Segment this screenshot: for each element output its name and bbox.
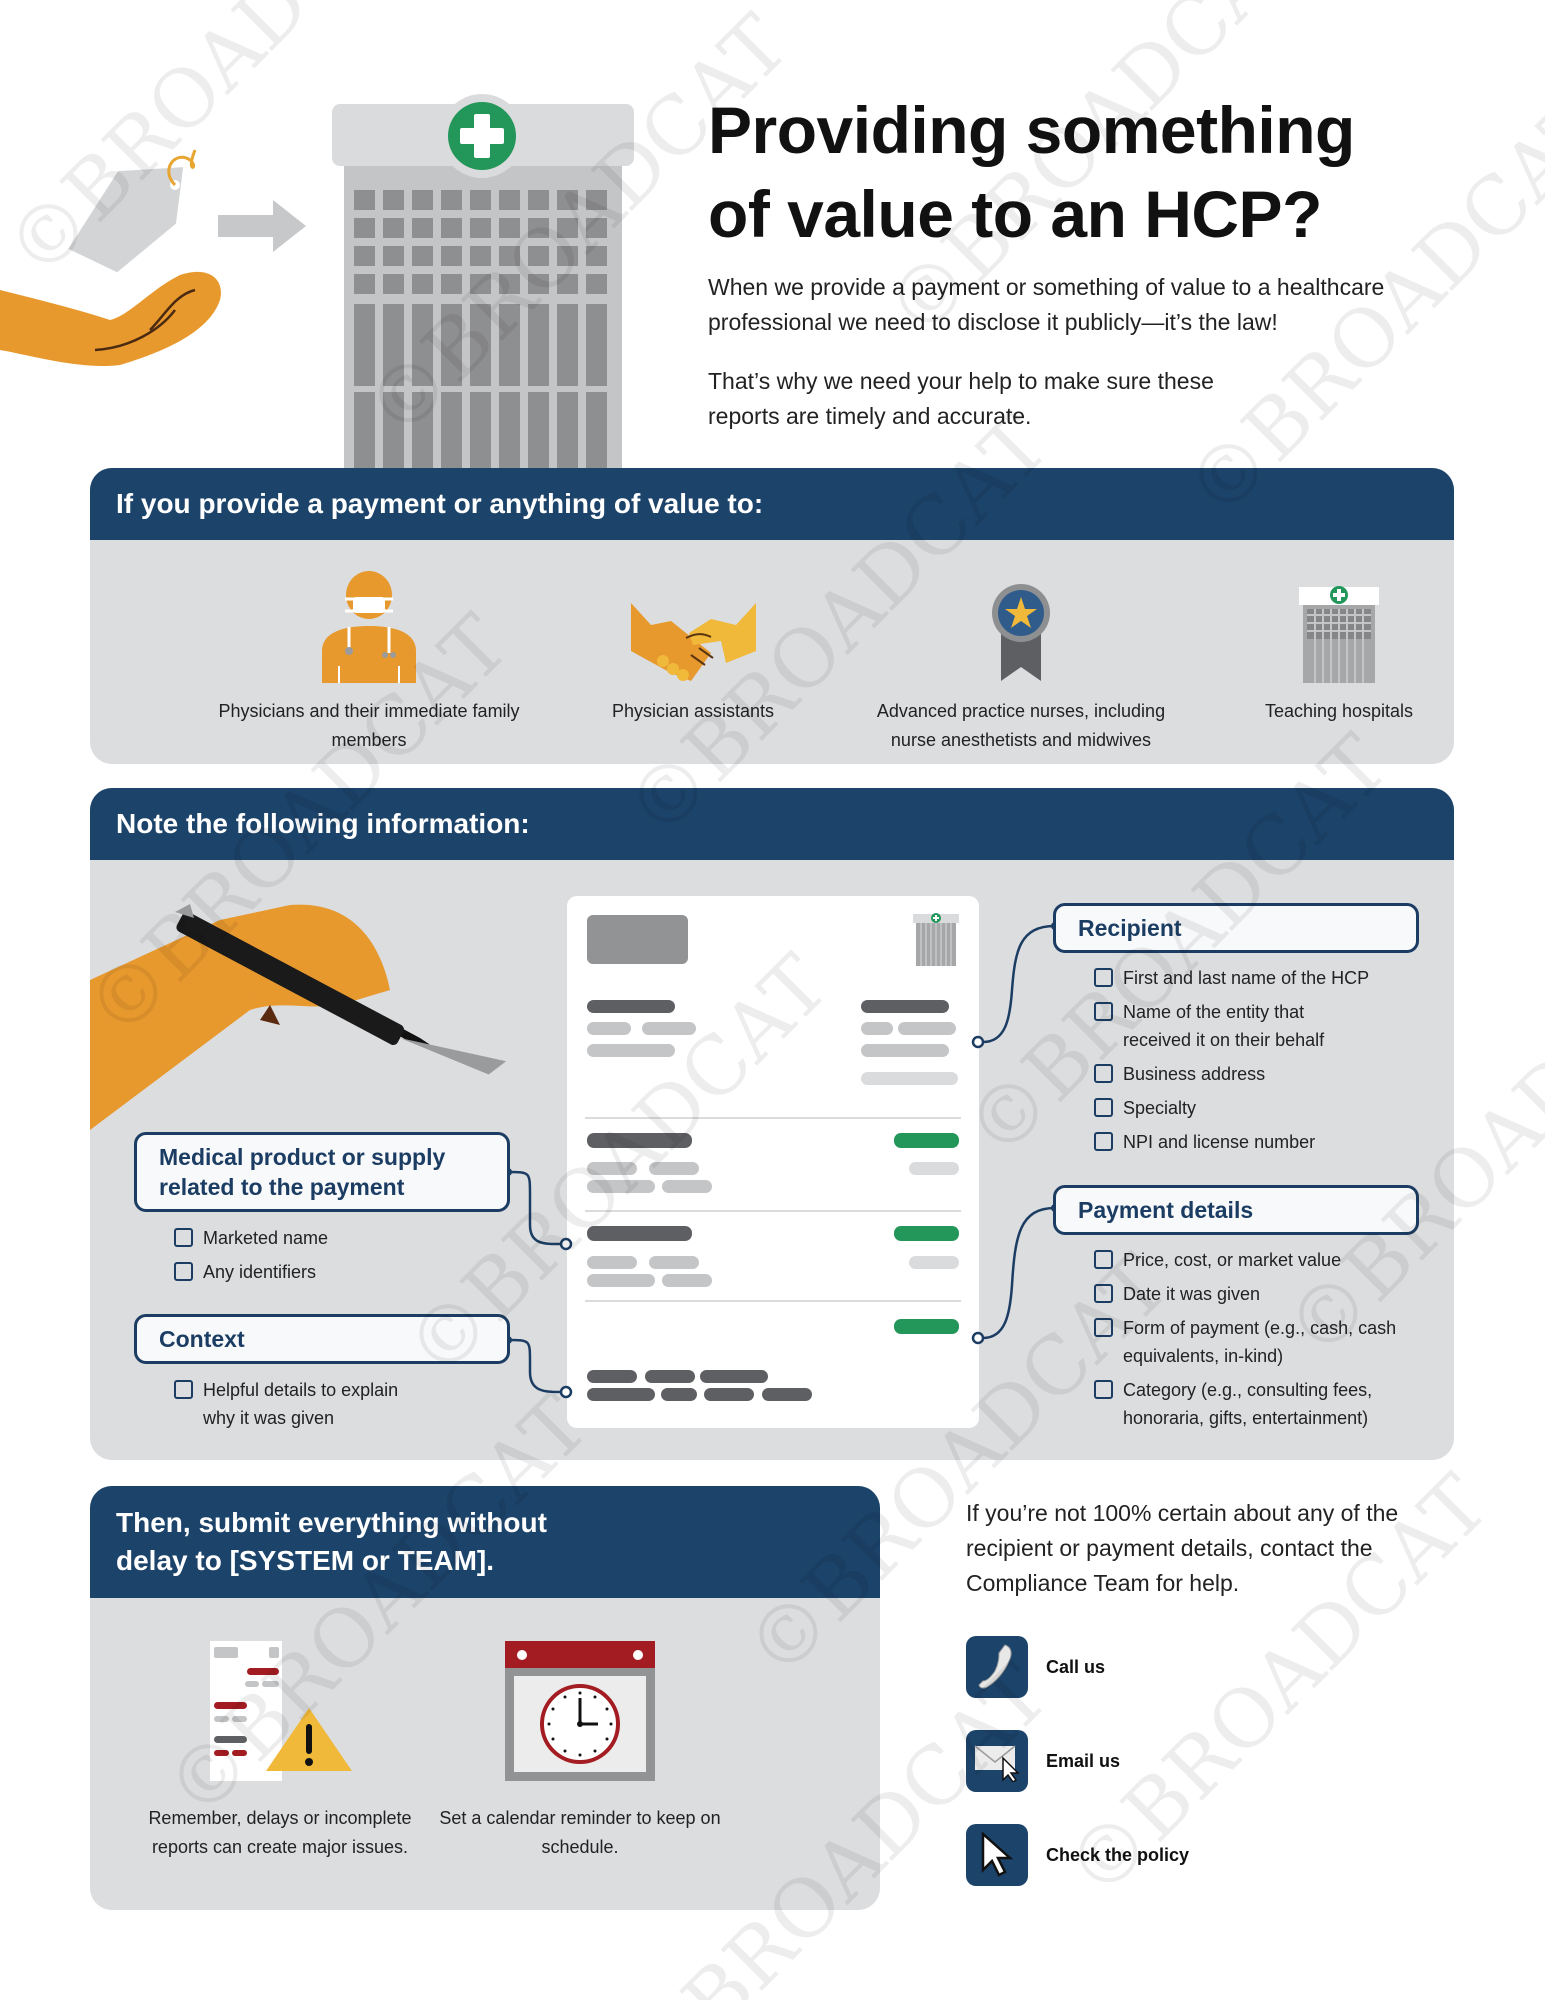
contact-label: Check the policy <box>1046 1844 1190 1865</box>
submit-item-reminder: Set a calendar reminder to keep on sched… <box>430 1636 730 1862</box>
context-callout: Context <box>134 1314 510 1364</box>
intro-paragraph: When we provide a payment or something o… <box>708 274 1385 335</box>
recipients-panel: If you provide a payment or anything of … <box>90 468 1454 764</box>
page-title: Providing something of value to an HCP? <box>708 88 1508 256</box>
check-policy-button[interactable]: Check the policy <box>966 1824 1189 1886</box>
recipient-type-nurses: Advanced practice nurses, including nurs… <box>856 568 1186 755</box>
recipient-checklist: First and last name of the HCP Name of t… <box>1094 964 1434 1156</box>
help-paragraph: That’s why we need your help to make sur… <box>708 368 1214 429</box>
checkbox[interactable] <box>1094 1250 1113 1269</box>
checkbox[interactable] <box>1094 1098 1113 1117</box>
checkbox[interactable] <box>1094 1284 1113 1303</box>
arrow-right-icon <box>218 200 306 252</box>
checklist-item[interactable]: Price, cost, or market value <box>1094 1246 1424 1274</box>
recipients-heading: If you provide a payment or anything of … <box>90 468 1454 540</box>
submit-item-label: Remember, delays or incomplete reports c… <box>148 1808 412 1857</box>
checkbox[interactable] <box>174 1228 193 1247</box>
email-icon <box>974 1745 1020 1782</box>
checklist-item[interactable]: Business address <box>1094 1060 1434 1088</box>
recipient-type-label: Physicians and their immediate family me… <box>218 701 520 750</box>
title-line-1: Providing something <box>708 93 1355 167</box>
payment-details-checklist: Price, cost, or market value Date it was… <box>1094 1246 1424 1432</box>
checklist-item[interactable]: Date it was given <box>1094 1280 1424 1308</box>
checklist-item[interactable]: Any identifiers <box>174 1258 504 1286</box>
report-document-illustration <box>567 896 979 1428</box>
physician-icon <box>321 571 416 683</box>
checkbox[interactable] <box>1094 1064 1113 1083</box>
help-text: If you’re not 100% certain about any of … <box>966 1500 1399 1596</box>
checklist-item[interactable]: Form of payment (e.g., cash, cash equiva… <box>1094 1314 1424 1370</box>
recipient-type-physicians: Physicians and their immediate family me… <box>204 568 534 755</box>
recipient-type-label: Advanced practice nurses, including nurs… <box>876 701 1166 750</box>
checklist-item[interactable]: NPI and license number <box>1094 1128 1434 1156</box>
recipient-callout: Recipient <box>1053 903 1419 953</box>
checkbox[interactable] <box>1094 1380 1113 1399</box>
calendar-clock-icon <box>505 1641 655 1781</box>
checkbox[interactable] <box>174 1262 193 1281</box>
submit-heading-line-2: delay to [SYSTEM or TEAM]. <box>116 1545 495 1576</box>
checklist-item[interactable]: Specialty <box>1094 1094 1434 1122</box>
hospital-building-icon <box>332 94 634 470</box>
open-hand-icon <box>0 271 221 367</box>
title-line-2: of value to an HCP? <box>708 177 1322 251</box>
email-us-button[interactable]: Email us <box>966 1730 1120 1792</box>
checklist-item[interactable]: Helpful details to explain why it was gi… <box>174 1376 434 1432</box>
recipient-type-teaching-hospitals: Teaching hospitals <box>1174 568 1454 726</box>
submit-item-label: Set a calendar reminder to keep on sched… <box>439 1808 721 1857</box>
payment-details-callout: Payment details <box>1053 1185 1419 1235</box>
hospital-icon <box>913 913 959 966</box>
hero-illustration <box>0 94 640 470</box>
phone-icon <box>978 1644 1012 1689</box>
submit-heading-line-1: Then, submit everything without <box>116 1507 547 1538</box>
submit-panel: Then, submit everything without delay to… <box>90 1486 880 1910</box>
checklist-item[interactable]: Category (e.g., consulting fees, honorar… <box>1094 1376 1424 1432</box>
checkbox[interactable] <box>174 1380 193 1399</box>
writing-hand-icon <box>90 904 507 1130</box>
call-us-button[interactable]: Call us <box>966 1636 1105 1698</box>
submit-heading: Then, submit everything without delay to… <box>90 1486 880 1598</box>
recipient-type-label: Physician assistants <box>611 701 775 721</box>
checklist-item[interactable]: Marketed name <box>174 1224 504 1252</box>
handshake-icon <box>630 603 756 681</box>
award-ribbon-icon <box>992 584 1050 681</box>
checkbox[interactable] <box>1094 968 1113 987</box>
checklist-item[interactable]: Name of the entity that received it on t… <box>1094 998 1374 1054</box>
context-checklist: Helpful details to explain why it was gi… <box>174 1376 434 1432</box>
checkbox[interactable] <box>1094 1002 1113 1021</box>
recipient-type-label: Teaching hospitals <box>1264 701 1414 721</box>
recipient-type-physician-assistants: Physician assistants <box>528 568 858 726</box>
price-tag-icon <box>68 149 197 273</box>
medical-product-callout: Medical product or supply related to the… <box>134 1132 510 1212</box>
checklist-item[interactable]: First and last name of the HCP <box>1094 964 1434 992</box>
medical-product-checklist: Marketed name Any identifiers <box>174 1224 504 1286</box>
contact-label: Call us <box>1046 1656 1106 1677</box>
hospital-icon <box>1299 586 1379 683</box>
contact-label: Email us <box>1046 1750 1121 1771</box>
cursor-icon <box>981 1832 1014 1877</box>
checkbox[interactable] <box>1094 1132 1113 1151</box>
submit-item-delays: Remember, delays or incomplete reports c… <box>130 1636 430 1862</box>
warning-report-icon <box>210 1641 352 1781</box>
info-heading: Note the following information: <box>90 788 1454 860</box>
checkbox[interactable] <box>1094 1318 1113 1337</box>
